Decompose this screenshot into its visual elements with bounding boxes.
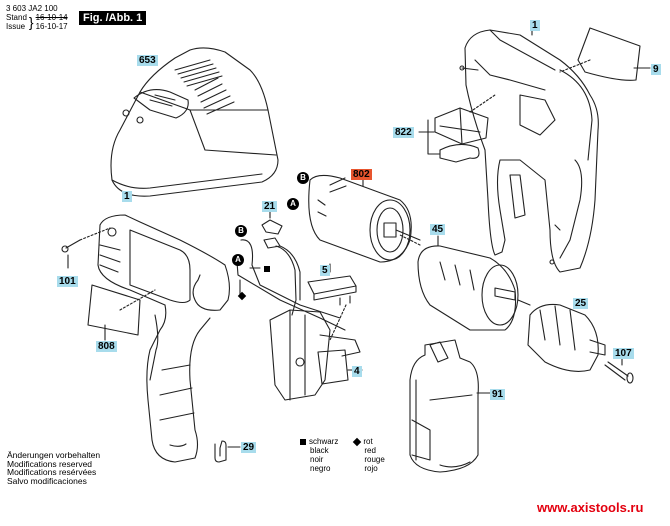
chuck-drawing [527, 299, 606, 372]
legend-red-de: rot [363, 437, 373, 446]
part-label-25[interactable]: 25 [573, 298, 589, 309]
part-label-9[interactable]: 9 [651, 64, 661, 75]
part-label-4[interactable]: 4 [352, 366, 362, 377]
gearbox-drawing [399, 234, 531, 331]
wire-color-legend: schwarz black noir negro rot red rouge r… [300, 437, 385, 473]
part-label-101[interactable]: 101 [57, 276, 78, 287]
part-label-5[interactable]: 5 [320, 265, 330, 276]
part-label-653[interactable]: 653 [137, 55, 158, 66]
screw-101-drawing [61, 227, 111, 269]
motor-drawing [308, 174, 421, 263]
part-label-29[interactable]: 29 [241, 442, 257, 453]
part-label-808[interactable]: 808 [96, 341, 117, 352]
label-9-drawing [559, 27, 651, 81]
battery-drawing [409, 339, 491, 473]
footer-line-fr: Modifications resérvées [7, 467, 97, 477]
black-wire-marker-icon [264, 266, 270, 272]
footer-line-es: Salvo modificaciones [7, 475, 87, 486]
footer-line-en: Modifications reserved [7, 458, 93, 469]
stand-value: 16-10-14 [35, 13, 68, 22]
footer-disclaimer: Änderungen vorbehalten Modifications res… [7, 451, 100, 485]
screw-107-drawing [604, 356, 634, 384]
switch-cover-drawing [418, 94, 496, 163]
doc-number: 3 603 JA2 100 [6, 4, 58, 13]
legend-black-fr: noir [310, 455, 324, 464]
legend-red-en: red [364, 446, 376, 455]
part-label-1-right[interactable]: 1 [530, 20, 540, 31]
connector-marker-a-wire: A [232, 254, 244, 266]
issue-label: Issue [6, 22, 26, 31]
legend-black-en: black [310, 446, 329, 455]
document-header: 3 603 JA2 100 Stand Issue } 16-10-14 16-… [6, 4, 68, 31]
legend-red-es: rojo [364, 464, 378, 473]
nameplate-808-drawing [87, 284, 156, 341]
connector-marker-a-motor: A [287, 198, 299, 210]
legend-black-es: negro [310, 464, 331, 473]
part-label-1-left[interactable]: 1 [122, 191, 132, 202]
led-drawing [261, 211, 301, 316]
diamond-icon [353, 437, 362, 446]
legend-red-fr: rouge [364, 455, 385, 464]
part-label-107[interactable]: 107 [613, 348, 634, 359]
footer-line-de: Änderungen vorbehalten [7, 450, 101, 460]
connector-marker-b-wire: B [235, 225, 247, 237]
square-icon [300, 438, 306, 445]
issue-value: 16-10-17 [35, 22, 68, 31]
legend-black-de: schwarz [309, 437, 339, 446]
brace-icon: } [28, 14, 34, 30]
left-housing-drawing [97, 214, 231, 463]
rotation-switch-drawing [307, 263, 357, 341]
legend-red: rot red rouge rojo [353, 437, 385, 473]
switch-drawing [269, 309, 363, 401]
stand-label: Stand [6, 13, 27, 22]
charger-drawing [110, 47, 279, 197]
part-label-21[interactable]: 21 [262, 201, 278, 212]
belt-clip-drawing [214, 440, 241, 463]
figure-tag: Fig. /Abb. 1 [79, 11, 147, 25]
website-link[interactable]: www.axistools.ru [537, 500, 644, 515]
legend-black: schwarz black noir negro [300, 437, 338, 473]
part-label-91[interactable]: 91 [490, 389, 506, 400]
connector-marker-b-motor: B [297, 172, 309, 184]
part-label-45[interactable]: 45 [430, 224, 446, 235]
part-label-822[interactable]: 822 [393, 127, 414, 138]
part-label-802[interactable]: 802 [351, 169, 372, 180]
right-housing-drawing [459, 27, 599, 273]
